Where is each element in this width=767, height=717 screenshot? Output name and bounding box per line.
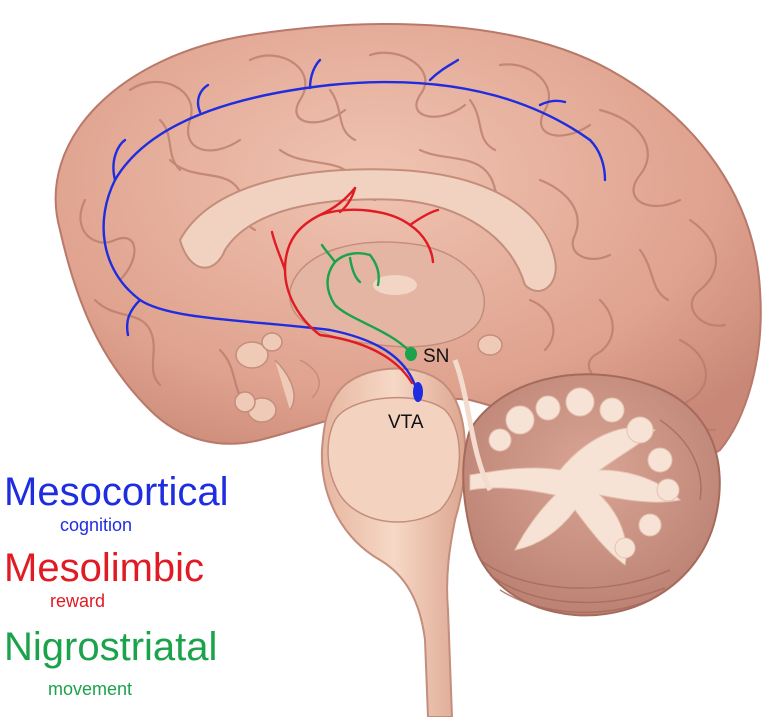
legend-mesolimbic-title: Mesolimbic (4, 546, 204, 590)
legend-nigrostriatal-title: Nigrostriatal (4, 625, 217, 669)
vta-label: VTA (388, 412, 424, 433)
legend-nigrostriatal-subtitle: movement (48, 679, 132, 699)
legend: Mesocortical cognition Mesolimbic reward… (4, 470, 229, 699)
sn-dot (405, 347, 417, 361)
legend-mesolimbic-subtitle: reward (50, 591, 105, 611)
vta-dot (413, 382, 423, 402)
sn-label: SN (423, 346, 449, 367)
legend-mesocortical-subtitle: cognition (60, 515, 132, 535)
thalamus (290, 242, 485, 347)
legend-mesocortical-title: Mesocortical (4, 470, 229, 514)
